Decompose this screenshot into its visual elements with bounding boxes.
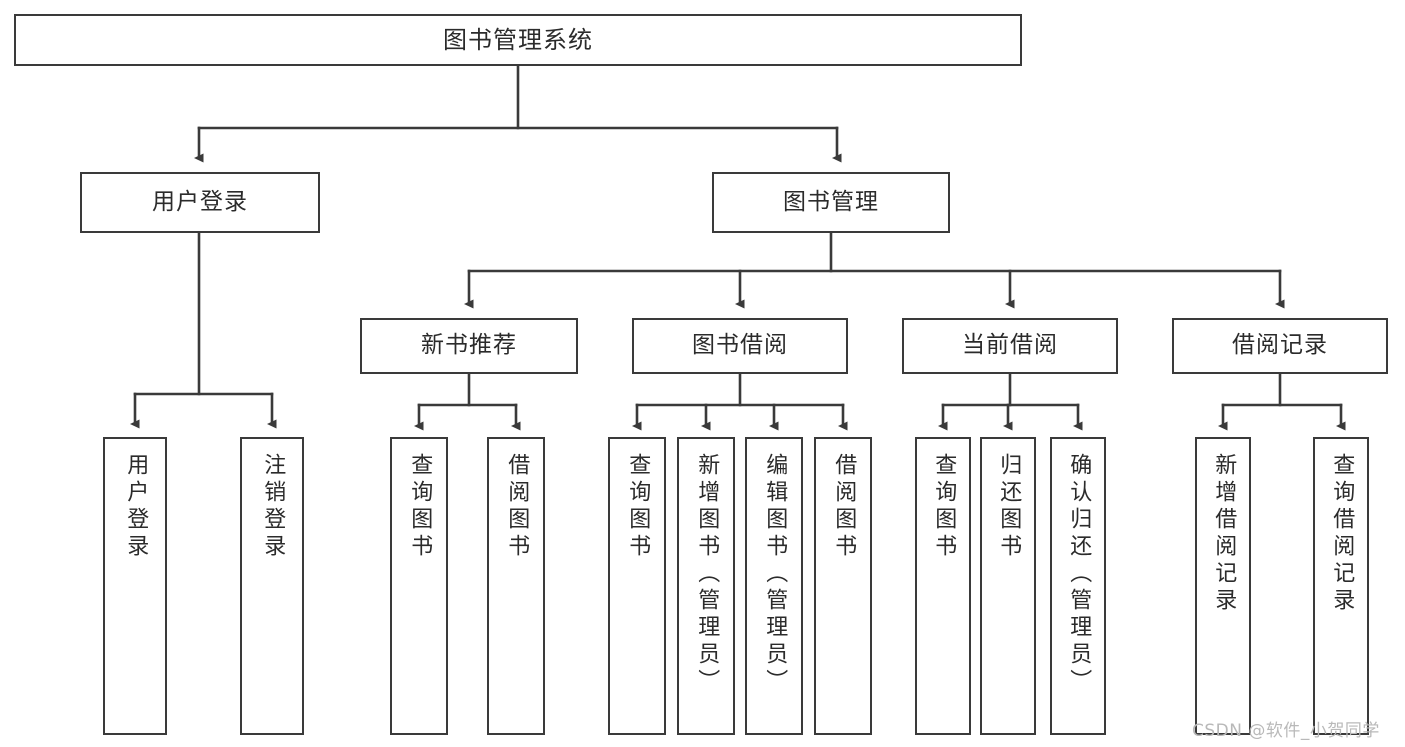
node-leaf-return-book[interactable]: 归还图书 — [980, 437, 1036, 735]
node-book-borrow-label: 图书借阅 — [692, 332, 788, 359]
node-new-book-rec[interactable]: 新书推荐 — [360, 318, 578, 374]
node-leaf-user-logout-label: 注销登录 — [260, 453, 286, 561]
node-leaf-edit-book-label: 编辑图书（管理员） — [762, 453, 788, 696]
node-root-label: 图书管理系统 — [443, 25, 593, 54]
node-leaf-add-book-label: 新增图书（管理员） — [694, 453, 720, 696]
node-book-borrow[interactable]: 图书借阅 — [632, 318, 848, 374]
node-borrow-record-label: 借阅记录 — [1232, 332, 1328, 359]
csdn-watermark: CSDN @软件_小贺同学 — [1192, 721, 1380, 741]
node-leaf-query-book-3[interactable]: 查询图书 — [915, 437, 971, 735]
node-leaf-query-book-2-label: 查询图书 — [625, 453, 651, 561]
node-leaf-add-record-label: 新增借阅记录 — [1211, 453, 1237, 615]
node-leaf-add-book[interactable]: 新增图书（管理员） — [677, 437, 735, 735]
node-current-borrow[interactable]: 当前借阅 — [902, 318, 1118, 374]
node-leaf-return-book-label: 归还图书 — [996, 453, 1022, 561]
node-leaf-query-book-1-label: 查询图书 — [407, 453, 433, 561]
node-leaf-borrow-book-2[interactable]: 借阅图书 — [814, 437, 872, 735]
node-leaf-borrow-book-2-label: 借阅图书 — [831, 453, 857, 561]
node-leaf-confirm-return-label: 确认归还（管理员） — [1066, 453, 1092, 696]
node-user-login-label: 用户登录 — [152, 188, 248, 215]
node-leaf-user-login-label: 用户登录 — [123, 453, 149, 561]
node-user-login[interactable]: 用户登录 — [80, 172, 320, 233]
node-leaf-query-record[interactable]: 查询借阅记录 — [1313, 437, 1369, 735]
node-book-manage[interactable]: 图书管理 — [712, 172, 950, 233]
node-leaf-confirm-return[interactable]: 确认归还（管理员） — [1050, 437, 1106, 735]
node-leaf-query-book-3-label: 查询图书 — [931, 453, 957, 561]
node-borrow-record[interactable]: 借阅记录 — [1172, 318, 1388, 374]
node-root[interactable]: 图书管理系统 — [14, 14, 1022, 66]
node-leaf-borrow-book-1[interactable]: 借阅图书 — [487, 437, 545, 735]
node-leaf-user-logout[interactable]: 注销登录 — [240, 437, 304, 735]
node-leaf-query-record-label: 查询借阅记录 — [1329, 453, 1355, 615]
node-leaf-user-login[interactable]: 用户登录 — [103, 437, 167, 735]
node-new-book-rec-label: 新书推荐 — [421, 332, 517, 359]
node-leaf-add-record[interactable]: 新增借阅记录 — [1195, 437, 1251, 735]
node-current-borrow-label: 当前借阅 — [962, 332, 1058, 359]
node-book-manage-label: 图书管理 — [783, 188, 879, 215]
node-leaf-edit-book[interactable]: 编辑图书（管理员） — [745, 437, 803, 735]
node-leaf-query-book-1[interactable]: 查询图书 — [390, 437, 448, 735]
node-leaf-borrow-book-1-label: 借阅图书 — [504, 453, 530, 561]
node-leaf-query-book-2[interactable]: 查询图书 — [608, 437, 666, 735]
